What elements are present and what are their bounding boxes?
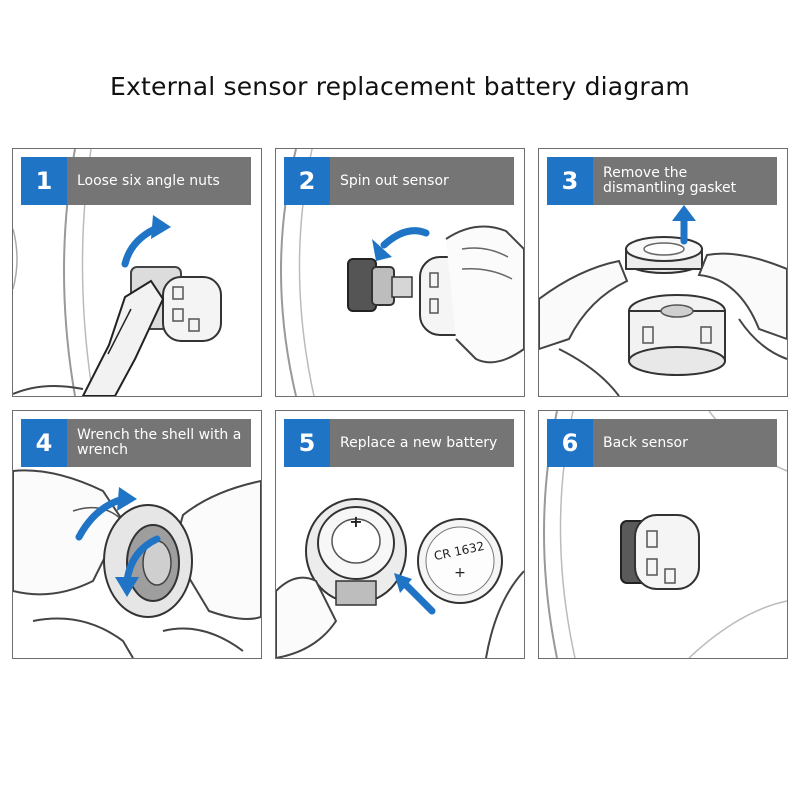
step-caption: Remove the dismantling gasket [603, 165, 737, 196]
step-caption: Wrench the shell with a wrench [77, 427, 242, 458]
step-3-panel: 3 Remove the dismantling gasket [538, 148, 788, 397]
step-caption: Loose six angle nuts [77, 172, 220, 189]
step-5-panel: + CR 1632 + 5 Replace a new battery [275, 410, 525, 659]
step-caption: Spin out sensor [340, 172, 449, 189]
svg-text:+: + [349, 512, 362, 531]
step-number-badge: 1 [21, 157, 67, 205]
step-4-panel: 4 Wrench the shell with a wrench [12, 410, 262, 659]
step-number-badge: 4 [21, 419, 67, 467]
replace-battery-illustration: + CR 1632 + [276, 498, 524, 658]
page-title: External sensor replacement battery diag… [110, 72, 690, 101]
wrench-on-valve-illustration [13, 149, 222, 396]
step-4-banner: 4 Wrench the shell with a wrench [21, 419, 251, 467]
step-number-badge: 5 [284, 419, 330, 467]
step-3-banner: 3 Remove the dismantling gasket [547, 157, 777, 205]
step-number-badge: 2 [284, 157, 330, 205]
svg-text:+: + [454, 565, 466, 581]
step-2-panel: 2 Spin out sensor [275, 148, 525, 397]
step-number-badge: 3 [547, 157, 593, 205]
step-caption: Back sensor [603, 434, 688, 451]
step-2-banner: 2 Spin out sensor [284, 157, 514, 205]
step-6-banner: 6 Back sensor [547, 419, 777, 467]
step-number-badge: 6 [547, 419, 593, 467]
spin-out-sensor-illustration [280, 149, 524, 396]
step-5-banner: 5 Replace a new battery [284, 419, 514, 467]
step-6-panel: 6 Back sensor [538, 410, 788, 659]
wrench-shell-illustration [13, 469, 261, 658]
step-caption: Replace a new battery [340, 434, 498, 451]
remove-gasket-illustration [539, 205, 787, 396]
step-1-banner: 1 Loose six angle nuts [21, 157, 251, 205]
step-1-panel: 1 Loose six angle nuts [12, 148, 262, 397]
